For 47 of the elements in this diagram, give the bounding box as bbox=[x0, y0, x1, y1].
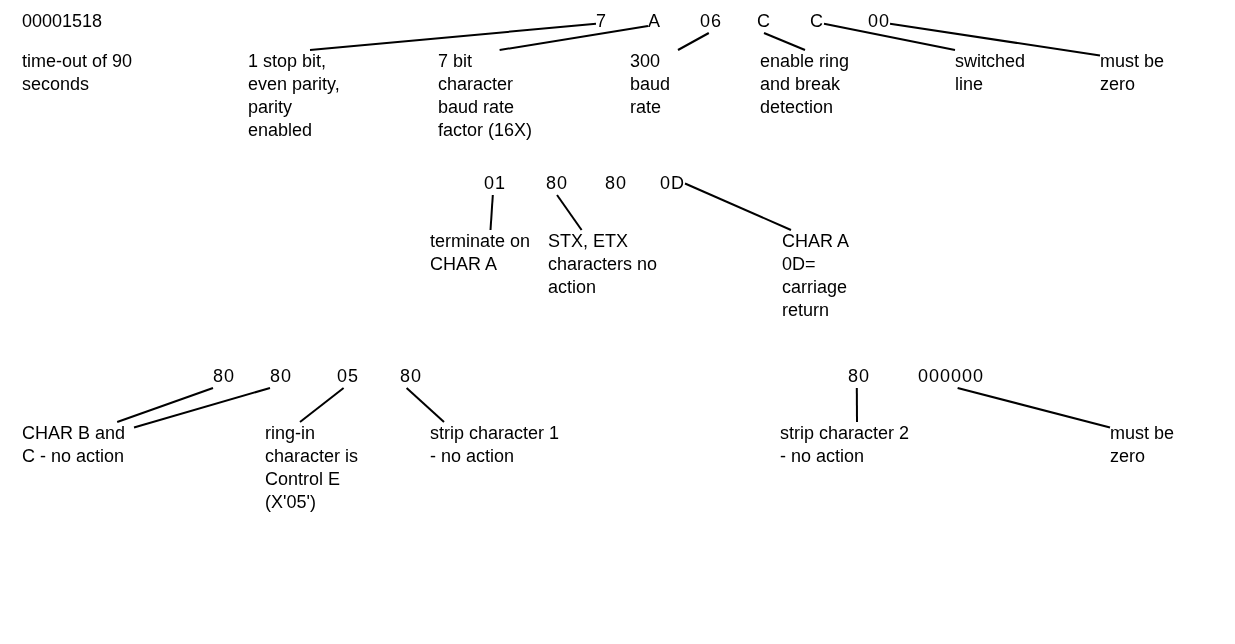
field-description: must be zero bbox=[1110, 422, 1190, 468]
hex-code: 06 bbox=[700, 10, 723, 33]
field-description: CHAR A 0D= carriage return bbox=[782, 230, 872, 322]
hex-code: A bbox=[648, 10, 661, 33]
leader-line bbox=[405, 387, 445, 423]
hex-code: 05 bbox=[337, 365, 360, 388]
field-description: 300 baud rate bbox=[630, 50, 690, 119]
field-description: CHAR B and C - no action bbox=[22, 422, 134, 468]
leader-line bbox=[133, 387, 271, 429]
leader-line bbox=[956, 387, 1111, 429]
leader-line bbox=[556, 194, 583, 231]
hex-code: 80 bbox=[546, 172, 569, 195]
field-description: must be zero bbox=[1100, 50, 1180, 96]
field-description: 1 stop bit, even parity, parity enabled bbox=[248, 50, 348, 142]
leader-line bbox=[116, 387, 214, 423]
hex-code: C bbox=[810, 10, 824, 33]
record-number: 00001518 bbox=[22, 10, 103, 33]
leader-line bbox=[855, 387, 858, 423]
hex-code: C bbox=[757, 10, 771, 33]
hex-code: 80 bbox=[270, 365, 293, 388]
hex-code: 80 bbox=[605, 172, 628, 195]
field-description: ring-in character is Control E (X'05') bbox=[265, 422, 365, 514]
field-description: switched line bbox=[955, 50, 1045, 96]
leader-line bbox=[498, 25, 649, 51]
hex-code: 000000 bbox=[918, 365, 985, 388]
hex-code: 01 bbox=[484, 172, 507, 195]
leader-line bbox=[309, 22, 597, 51]
hex-code: 80 bbox=[213, 365, 236, 388]
hex-code: 80 bbox=[400, 365, 423, 388]
field-description: 7 bit character baud rate factor (16X) bbox=[438, 50, 550, 142]
hex-code: 00 bbox=[868, 10, 891, 33]
leader-line bbox=[489, 194, 494, 231]
leader-line bbox=[889, 22, 1101, 57]
field-description: time-out of 90 seconds bbox=[22, 50, 134, 96]
leader-line bbox=[299, 387, 345, 423]
leader-line bbox=[684, 182, 792, 231]
leader-line bbox=[823, 22, 956, 51]
field-description: enable ring and break detection bbox=[760, 50, 860, 119]
field-description: strip character 1 - no action bbox=[430, 422, 570, 468]
field-description: strip character 2 - no action bbox=[780, 422, 920, 468]
hex-code: 0D bbox=[660, 172, 685, 195]
leader-line bbox=[763, 32, 806, 51]
field-description: terminate on CHAR A bbox=[430, 230, 540, 276]
hex-code: 80 bbox=[848, 365, 871, 388]
hex-code: 7 bbox=[596, 10, 607, 33]
leader-line bbox=[677, 32, 710, 51]
field-description: STX, ETX characters no action bbox=[548, 230, 660, 299]
